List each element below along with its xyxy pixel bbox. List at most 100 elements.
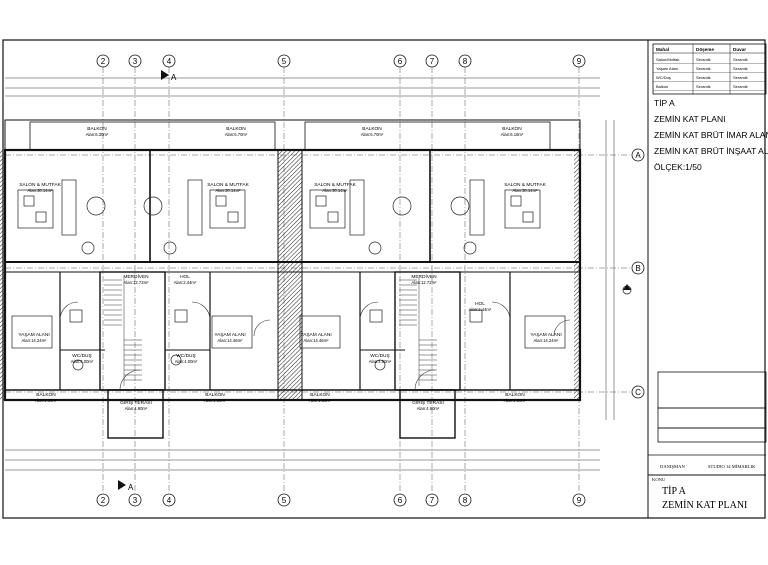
north-arrow bbox=[622, 284, 632, 295]
room-area: Alan:6.16m² bbox=[501, 132, 524, 137]
grid-bubble-row: B bbox=[631, 261, 645, 275]
grid-bubble-row: C bbox=[631, 385, 645, 399]
title-block-konu-line-1: TİP A bbox=[662, 485, 687, 497]
room-name: WC/DUŞ bbox=[176, 353, 195, 359]
stair-treads bbox=[104, 278, 437, 386]
grid-bubble-bottom: 8 bbox=[458, 493, 472, 507]
room-labels: BALKONAlan:6.30m²BALKONAlan:6.70m²BALKON… bbox=[18, 126, 561, 411]
grid-bubble-top: 9 bbox=[572, 54, 586, 68]
legend-cell: Salon/Mutfak bbox=[656, 57, 679, 62]
room-name: SALON & MUTFAK bbox=[207, 182, 249, 188]
room-name: BALKON bbox=[310, 392, 330, 398]
grid-bubble-top-label: 2 bbox=[101, 57, 106, 66]
room-name: YAŞAM ALANI bbox=[300, 332, 331, 338]
grid-bubble-top: 7 bbox=[425, 54, 439, 68]
grid-bubble-top: 5 bbox=[277, 54, 291, 68]
room-area: Alan:4.90m² bbox=[417, 406, 440, 411]
room-area: Alan:14.24m² bbox=[534, 338, 560, 343]
legend-cell: Seramik bbox=[696, 66, 711, 71]
room-name: BALKON bbox=[502, 126, 522, 132]
room-area: Alan:1.10m² bbox=[204, 398, 227, 403]
room-area: Alan:14.46m² bbox=[304, 338, 330, 343]
room-name: WC/DUŞ bbox=[72, 353, 91, 359]
note-line-4: ZEMİN KAT BRÜT İNŞAAT ALANI bbox=[654, 146, 768, 156]
note-line-1: TİP A bbox=[654, 98, 675, 108]
room-name: GİRİŞ TERASI bbox=[412, 399, 444, 406]
grid-bubble-bottom-label: 6 bbox=[398, 496, 403, 505]
room-name: BALKON bbox=[226, 126, 246, 132]
grid-bubble-top-label: 9 bbox=[577, 57, 582, 66]
grid-bubble-top: 8 bbox=[458, 54, 472, 68]
room-area: Alan:12.72m² bbox=[412, 280, 438, 285]
room-area: Alan:14.24m² bbox=[22, 338, 48, 343]
room-area: Alan:6.30m² bbox=[86, 132, 109, 137]
room-name: BALKON bbox=[505, 392, 525, 398]
grid-bubble-top-label: 7 bbox=[430, 57, 435, 66]
legend-cell: Seramik bbox=[733, 84, 748, 89]
grid-bubble-bottom: 2 bbox=[96, 493, 110, 507]
grid-bubble-bottom: 9 bbox=[572, 493, 586, 507]
room-area: Alan:2.44m² bbox=[174, 280, 197, 285]
room-name: SALON & MUTFAK bbox=[314, 182, 356, 188]
grid-bubble-top-label: 6 bbox=[398, 57, 403, 66]
plan-title-notes: TİP A ZEMİN KAT PLANI ZEMİN KAT BRÜT İMA… bbox=[654, 98, 768, 172]
room-area: Alan:6.70m² bbox=[361, 132, 384, 137]
grid-bubble-top-label: 3 bbox=[133, 57, 138, 66]
section-marker-bottom: A bbox=[118, 480, 134, 492]
room-name: BALKON bbox=[36, 392, 56, 398]
room-area: Alan:12.72m² bbox=[124, 280, 150, 285]
title-block-danisman-label: DANIŞMAN bbox=[660, 464, 685, 469]
section-marker-top: A bbox=[161, 70, 177, 82]
room-area: Alan:4.00m² bbox=[71, 359, 94, 364]
legend-cell: Seramik bbox=[733, 66, 748, 71]
legend-header: Duvar bbox=[733, 47, 746, 52]
dimension-lines bbox=[5, 77, 615, 471]
grid-bubble-bottom: 5 bbox=[277, 493, 291, 507]
title-block-konu-label: KONU bbox=[652, 477, 666, 482]
room-name: BALKON bbox=[205, 392, 225, 398]
section-marker-bottom-label: A bbox=[128, 483, 134, 492]
grid-bubble-bottom-label: 9 bbox=[577, 496, 582, 505]
grid-bubble-bottom: 7 bbox=[425, 493, 439, 507]
room-name: HOL bbox=[180, 274, 190, 280]
room-name: HOL bbox=[475, 301, 485, 307]
room-name: SALON & MUTFAK bbox=[19, 182, 61, 188]
room-name: MERDİVEN bbox=[411, 273, 437, 280]
wall-layout bbox=[0, 119, 582, 439]
room-name: YAŞAM ALANI bbox=[530, 332, 561, 338]
legend-cell: Seramik bbox=[696, 84, 711, 89]
legend-cell: Seramik bbox=[733, 57, 748, 62]
grid-bubble-row-label: C bbox=[635, 388, 641, 397]
grid-bubble-top-label: 8 bbox=[463, 57, 468, 66]
furniture-fixtures bbox=[11, 179, 566, 371]
room-name: BALKON bbox=[362, 126, 382, 132]
title-block-konu-line-2: ZEMİN KAT PLANI bbox=[662, 499, 747, 511]
title-block-studio: STUDIO 14 MİMARLIK bbox=[708, 464, 756, 469]
room-area: Alan:30.14m² bbox=[323, 188, 349, 193]
room-area: Alan:4.00m² bbox=[369, 359, 392, 364]
room-area: Alan:1.10m² bbox=[504, 398, 527, 403]
room-area: Alan:2.44m² bbox=[469, 307, 492, 312]
grid-bubble-row-label: B bbox=[635, 264, 640, 273]
grid-bubble-bottom: 6 bbox=[393, 493, 407, 507]
grid-bubble-bottom: 3 bbox=[128, 493, 142, 507]
